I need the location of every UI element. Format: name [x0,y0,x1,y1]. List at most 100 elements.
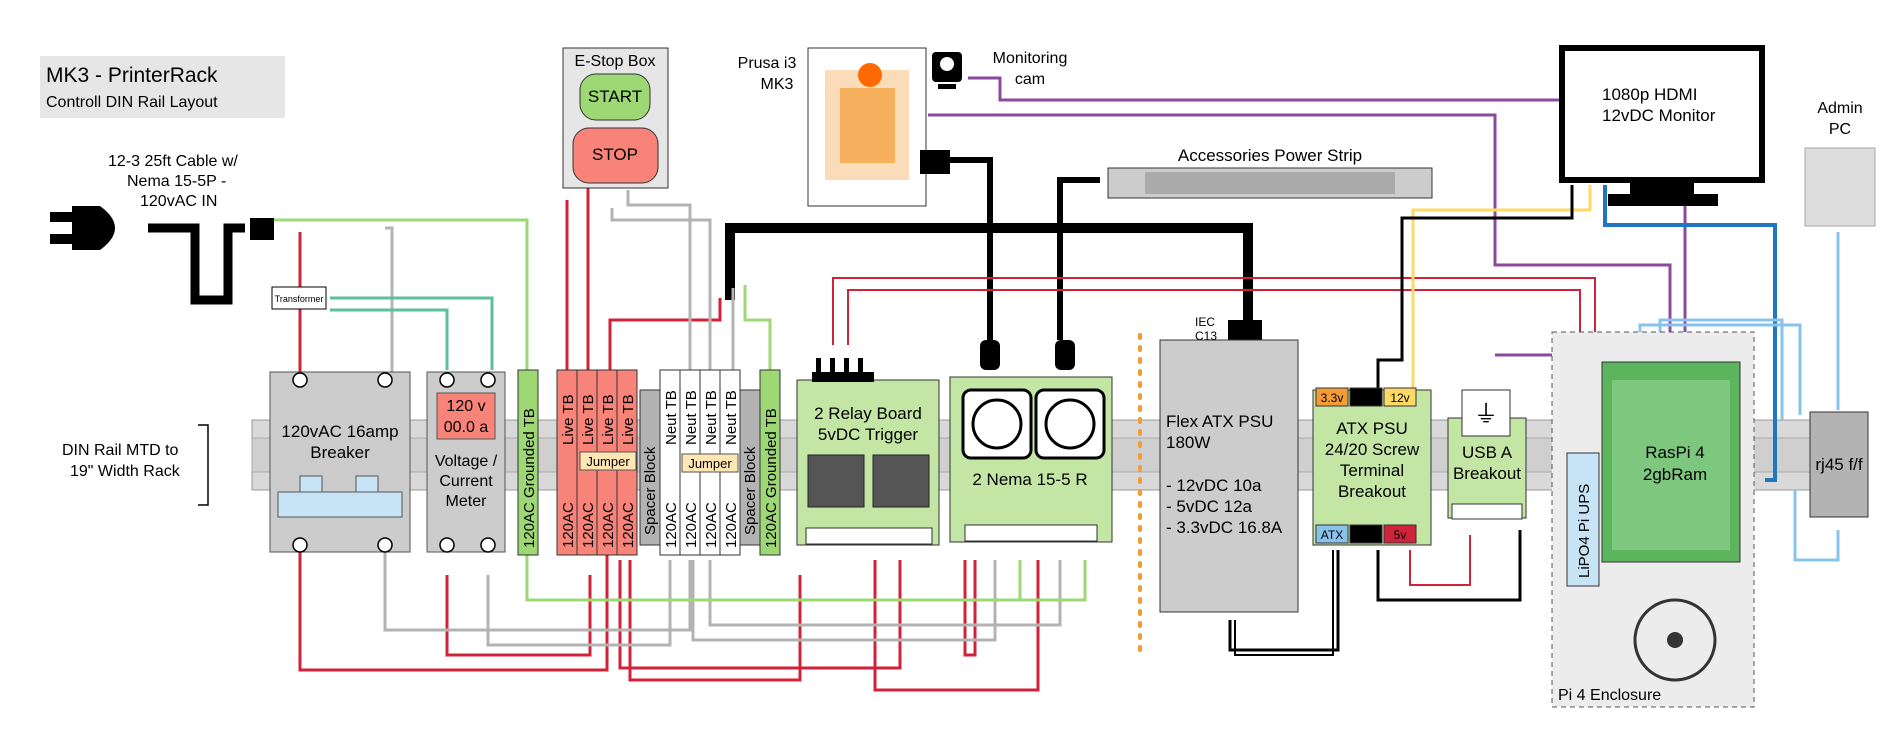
plug-icon-1 [980,340,1000,370]
cam-label-1: Monitoring [993,50,1068,67]
relay-label-2: 5vDC Trigger [818,425,918,444]
live-tb-1-top: Live TB [560,394,577,445]
cable-label-3: 120vAC IN [140,193,217,210]
estop-start: START [588,87,642,106]
breaker-label-2: Breaker [310,443,370,462]
pi-enclosure: Pi 4 Enclosure LiPO4 Pi UPS RasPi 4 2gbR… [1551,331,1755,708]
outlet-icon-2 [1044,398,1096,450]
live-terminal-blocks: Live TB Live TB Live TB Live TB 120AC 12… [556,369,638,556]
iec-label-1: IEC [1195,315,1215,329]
neut-tb-3-bottom: 120AC [703,502,720,548]
filament-spool-icon [858,63,882,87]
din-rail-bracket [198,424,209,506]
monitor-label-1: 1080p HDMI [1602,85,1697,104]
meter-label-2: Current [439,473,493,490]
atx-label-4: Breakout [1338,482,1406,501]
atx-gnd-bottom: GND [1353,528,1380,542]
atx-label-1: ATX PSU [1336,419,1407,438]
psu-label-2: 180W [1166,433,1210,452]
grounded-tb-2 [759,369,781,556]
din-rail-label-1: DIN Rail MTD to [62,442,179,459]
atx-breakout: 3.3v GND 12v ATX PSU 24/20 Screw Termina… [1312,387,1432,546]
raspi-label-1: RasPi 4 [1645,443,1705,462]
usb-breakout: ⏚ USB A Breakout [1447,389,1527,520]
spacer-block-2-label: Spacer Block [742,446,759,535]
live-tb-2-bottom: 120AC [580,502,597,548]
usb-label-2: Breakout [1453,464,1521,483]
psu-spec-1: - 12vDC 10a [1166,476,1262,495]
flex-atx-psu: Flex ATX PSU 180W - 12vDC 10a - 5vDC 12a… [1159,339,1299,613]
outlet-icon-1 [971,398,1023,450]
plug-icon-2 [1055,340,1075,370]
neut-tb-1-top: Neut TB [663,390,680,445]
estop-box: E-Stop Box START STOP [562,47,669,189]
live-tb-4-top: Live TB [620,394,637,445]
din-rail-label-2: 19" Width Rack [70,463,181,480]
live-tb-3-bottom: 120AC [600,502,617,548]
neut-tb-4-bottom: 120AC [723,502,740,548]
breaker: 120vAC 16amp Breaker [269,371,411,553]
camera-icon [932,52,962,89]
cable-label-2: Nema 15-5P - [127,173,226,190]
fan-icon [1633,598,1717,682]
live-jumper-label: Jumper [586,454,630,469]
meter-display-current: 00.0 a [444,419,489,436]
breaker-label-1: 120vAC 16amp [281,422,398,441]
meter-display-voltage: 120 v [446,398,485,415]
monitor-label-2: 12vDC Monitor [1602,106,1716,125]
transformer-label: Transformer [275,294,324,304]
atx-gnd-top: GND [1353,391,1380,405]
live-tb-3-top: Live TB [600,394,617,445]
rj45-coupler [1809,411,1869,518]
cable-label-1: 12-3 25ft Cable w/ [108,153,238,170]
wires [148,76,1840,692]
nema-receptacles: 2 Nema 15-5 R [949,340,1113,543]
neutral-terminal-blocks: Neut TB Neut TB Neut TB Neut TB 120AC 12… [659,369,741,556]
rj45-label: rj45 f/f [1815,455,1863,474]
neut-tb-3-top: Neut TB [703,390,720,445]
estop-title: E-Stop Box [575,53,656,70]
nema-label: 2 Nema 15-5 R [972,470,1087,489]
neut-tb-2-top: Neut TB [683,390,700,445]
voltage-current-meter: 120 v 00.0 a Voltage / Current Meter [426,371,506,553]
pc-tower-icon [1804,147,1876,227]
atx-label-2: 24/20 Screw [1325,440,1420,459]
neut-tb-2-bottom: 120AC [683,502,700,548]
grounded-tb-1 [517,369,539,556]
enclosure-label: Pi 4 Enclosure [1558,687,1661,704]
live-tb-1-bottom: 120AC [560,502,577,548]
grounded-tb-2-label: 120AC Grounded TB [763,408,780,548]
admin-pc: Admin PC [1804,100,1876,227]
accessories-power-strip: Accessories Power Strip [1107,146,1433,199]
raspi-label-2: 2gbRam [1643,465,1707,484]
admin-label-2: PC [1829,121,1851,138]
neut-tb-1-bottom: 120AC [663,502,680,548]
usb-icon: ⏚ [1474,401,1498,428]
printer: Prusa i3 MK3 [738,47,950,207]
live-tb-2-top: Live TB [580,394,597,445]
power-strip-label: Accessories Power Strip [1178,146,1362,165]
ups-label: LiPO4 Pi UPS [1576,484,1593,578]
meter-label-3: Meter [446,493,488,510]
usb-label-1: USB A [1462,443,1513,462]
title: MK3 - PrinterRack [46,64,218,87]
title-box: MK3 - PrinterRack Controll DIN Rail Layo… [40,56,285,118]
relay-label-1: 2 Relay Board [814,404,922,423]
psu-spec-2: - 5vDC 12a [1166,497,1253,516]
iec-c13-icon [1228,320,1262,340]
atx-5v: 5v [1394,528,1407,542]
printer-label-1: Prusa i3 [738,55,797,72]
atx-3v3: 3.3v [1321,391,1344,405]
neut-jumper-label: Jumper [688,456,732,471]
atx-label-3: Terminal [1340,461,1404,480]
transformer [271,286,327,310]
cam-label-2: cam [1015,71,1045,88]
monitor: 1080p HDMI 12vDC Monitor [1559,45,1765,206]
admin-label-1: Admin [1817,100,1862,117]
main-plug-icon [50,206,274,250]
meter-label-1: Voltage / [435,453,498,470]
atx-atx: ATX [1321,528,1343,542]
spacer-block-1-label: Spacer Block [642,446,659,535]
psu-label-1: Flex ATX PSU [1166,412,1273,431]
